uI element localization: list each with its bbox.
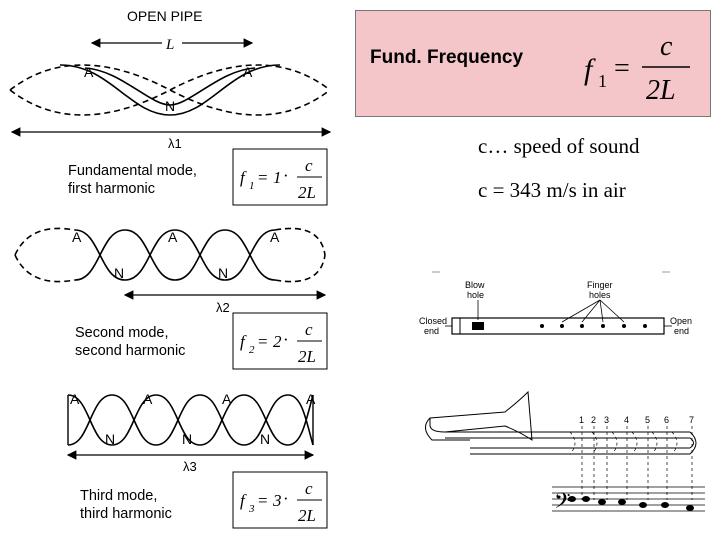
mode-3-node-2: N [182, 431, 192, 447]
svg-text:=: = [614, 53, 630, 84]
mode-3-antinode-2: A [143, 391, 153, 407]
mode-2-node-2: N [218, 265, 228, 281]
mode-3-node-1: N [105, 431, 115, 447]
wavelength-3-label: λ3 [183, 459, 197, 474]
svg-text:·: · [283, 166, 289, 185]
mode-2-antinode-2: A [168, 229, 178, 245]
fundamental-frequency-formula: f 1 = c 2L [584, 31, 690, 106]
flute-finger-holes-label-1: Finger [587, 280, 613, 290]
svg-text:3: 3 [272, 491, 282, 510]
wavelength-2-label: λ2 [216, 300, 230, 315]
mode-2-antinode-3: A [270, 229, 280, 245]
mode-3-antinode-1: A [70, 391, 80, 407]
wavelength-1-label: λ1 [168, 136, 182, 151]
flute-finger-holes-label-2: holes [589, 290, 611, 300]
svg-text:f: f [240, 168, 247, 187]
svg-text:c: c [660, 31, 673, 62]
flute-open-end-label-1: Open [670, 316, 692, 326]
svg-text:1: 1 [598, 71, 607, 91]
svg-text:=: = [258, 332, 268, 351]
mode-1-waves [9, 64, 331, 116]
mode-2-waves [14, 227, 326, 283]
svg-text:f: f [240, 491, 247, 510]
trombone-illustration: 𝄢 [425, 390, 705, 518]
mode-2-line1: Second mode, [75, 325, 169, 341]
trombone-position-3: 3 [604, 415, 609, 425]
svg-text:2L: 2L [298, 347, 316, 366]
svg-text:c: c [305, 156, 313, 175]
svg-text:=: = [258, 168, 268, 187]
svg-text:2L: 2L [646, 75, 676, 106]
flute-illustration [432, 271, 672, 335]
svg-text:=: = [258, 491, 268, 510]
trombone-position-5: 5 [645, 415, 650, 425]
mode-2-node-1: N [114, 265, 124, 281]
mode-2-line2: second harmonic [75, 343, 185, 359]
flute-closed-end-label-1: Closed [419, 316, 447, 326]
mode-1-antinode-right: A [243, 64, 253, 80]
trombone-position-7: 7 [689, 415, 694, 425]
svg-text:f: f [584, 53, 596, 86]
mode-2-formula: f 2 = 2 · c 2L [232, 312, 328, 370]
flute-blow-hole-label-2: hole [467, 290, 484, 300]
mode-3-line2: third harmonic [80, 506, 172, 522]
trombone-position-1: 1 [579, 415, 584, 425]
speed-value-text: c = 343 m/s in air [478, 178, 626, 202]
svg-text:·: · [283, 330, 289, 349]
diagram-title: OPEN PIPE [127, 8, 202, 24]
svg-text:2L: 2L [298, 183, 316, 202]
mode-2-antinode-1: A [72, 229, 82, 245]
svg-text:𝄢: 𝄢 [554, 489, 571, 518]
length-label: L [165, 37, 174, 53]
trombone-position-2: 2 [591, 415, 596, 425]
svg-text:·: · [283, 489, 289, 508]
mode-3-formula: f 3 = 3 · c 2L [232, 471, 328, 529]
mode-3-antinode-3: A [222, 391, 232, 407]
svg-text:c: c [305, 479, 313, 498]
svg-text:1: 1 [273, 168, 282, 187]
mode-1-line1: Fundamental mode, [68, 163, 197, 179]
fundamental-frequency-label: Fund. Frequency [370, 47, 524, 68]
svg-text:3: 3 [248, 503, 255, 515]
trombone-position-6: 6 [664, 415, 669, 425]
trombone-position-4: 4 [624, 415, 629, 425]
flute-open-end-label-2: end [674, 326, 689, 336]
svg-text:2L: 2L [298, 506, 316, 525]
fundamental-frequency-box: Fund. Frequency f 1 = c 2L [355, 10, 711, 117]
svg-text:2: 2 [249, 344, 255, 356]
svg-text:c: c [305, 320, 313, 339]
mode-3-waves [67, 394, 314, 446]
mode-3-node-3: N [260, 431, 270, 447]
mode-1-formula: f 1 = 1 · c 2L [232, 148, 328, 206]
mode-1-line2: first harmonic [68, 181, 155, 197]
mode-1-node: N [165, 98, 175, 114]
mode-3-antinode-4: A [306, 391, 316, 407]
flute-closed-end-label-2: end [424, 326, 439, 336]
svg-text:f: f [240, 332, 247, 351]
flute-blow-hole-label-1: Blow [465, 280, 485, 290]
svg-text:2: 2 [273, 332, 282, 351]
mode-1-antinode-left: A [84, 64, 94, 80]
svg-text:1: 1 [249, 180, 255, 192]
speed-of-sound-text: c… speed of sound [478, 134, 640, 158]
mode-3-line1: Third mode, [80, 488, 157, 504]
